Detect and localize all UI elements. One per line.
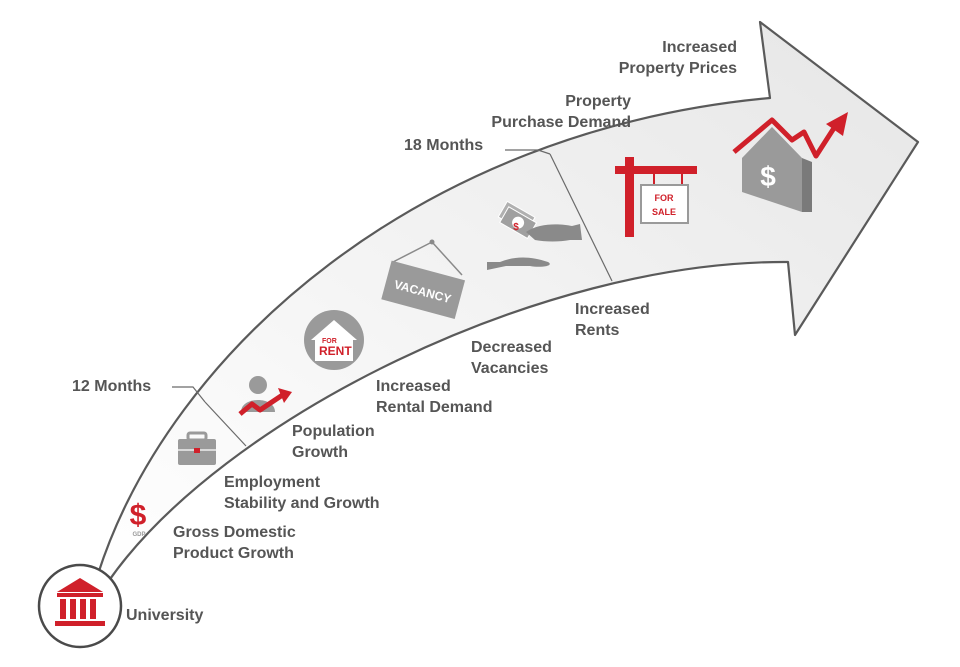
house-price-increase-icon: $ (732, 112, 848, 212)
milestone-label-12-months: 12 Months (72, 378, 152, 395)
svg-text:FOR: FOR (655, 193, 674, 203)
briefcase-icon (178, 431, 216, 465)
university-icon (37, 563, 123, 649)
for-rent-icon: FOR RENT (304, 310, 364, 370)
stage-label-purchase-demand: Property Purchase Demand (491, 93, 631, 131)
for-sale-sign-icon: FOR SALE (615, 157, 697, 237)
svg-text:$: $ (130, 499, 147, 532)
milestone-leader-18-months (505, 149, 551, 155)
stage-label-rents: Increased Rents (575, 301, 650, 339)
population-growth-icon (238, 376, 292, 416)
money-exchange-icon: $ (487, 200, 582, 270)
svg-text:GDP: GDP (132, 532, 145, 538)
stage-label-gdp: Gross Domestic Product Growth (173, 524, 296, 562)
milestone-leader-12-months (172, 386, 206, 403)
stage-label-rental-demand: Increased Rental Demand (376, 378, 493, 416)
stage-label-population: Population Growth (292, 423, 375, 461)
milestone-label-18-months: 18 Months (404, 137, 484, 154)
svg-text:SALE: SALE (652, 207, 676, 217)
svg-text:FOR: FOR (322, 338, 337, 345)
milestone-divider-18-months (549, 153, 613, 282)
growth-arrow (96, 20, 920, 584)
stage-label-vacancies: Decreased Vacancies (471, 339, 552, 377)
svg-text:$: $ (760, 161, 776, 192)
svg-text:RENT: RENT (319, 344, 352, 358)
vacancy-sign-icon: VACANCY (381, 239, 466, 319)
stage-label-prices: Increased Property Prices (618, 39, 737, 77)
stage-label-university: University (126, 607, 204, 624)
svg-text:$: $ (513, 222, 519, 233)
stage-label-employment: Employment Stability and Growth (224, 474, 380, 512)
gdp-dollar-icon: $ GDP (130, 499, 147, 538)
milestone-divider-12-months (204, 401, 247, 447)
